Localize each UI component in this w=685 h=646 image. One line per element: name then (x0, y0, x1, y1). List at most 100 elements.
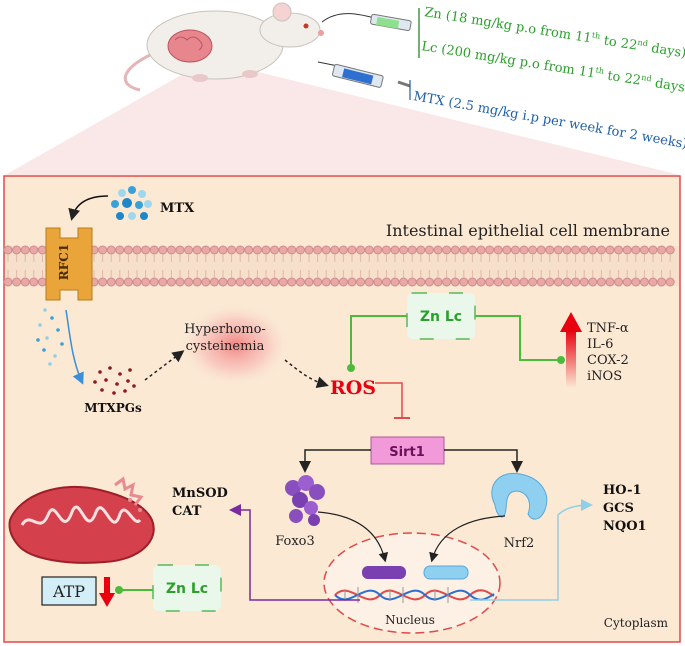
lipid-head (201, 277, 211, 287)
cell-membrane (3, 245, 679, 287)
lipid-head (407, 277, 417, 287)
ros-inhibits-sirt1 (375, 382, 403, 418)
lipid-head (235, 245, 245, 255)
nucleus-to-antioxidants-arrow (470, 499, 593, 601)
atp-box (41, 576, 97, 606)
lipid-head (270, 277, 280, 287)
mtx-label: MTX (160, 201, 195, 216)
lipid-head (115, 277, 125, 287)
lipid-head (648, 245, 658, 255)
lipid-head (235, 277, 245, 287)
lipid-head (459, 277, 469, 287)
lipid-head (502, 245, 512, 255)
lipid-head (175, 277, 185, 287)
lipid-head (381, 245, 391, 255)
lipid-head (270, 245, 280, 255)
nrf2-nuclear-bar (423, 565, 469, 580)
magnification-wedge (5, 70, 680, 175)
lipid-head (485, 277, 495, 287)
mnsod-label: MnSOD (172, 486, 228, 501)
lipid-head (485, 245, 495, 255)
rfc1-label: RFC1 (57, 244, 71, 280)
foxo3-label: Foxo3 (275, 534, 315, 549)
lipid-head (313, 277, 323, 287)
nucleus (323, 532, 501, 634)
lipid-head (657, 277, 667, 287)
lipid-head (149, 277, 159, 287)
lipid-head (631, 245, 641, 255)
lipid-head (536, 277, 546, 287)
lipid-head (304, 277, 314, 287)
syringe-icon (321, 13, 412, 31)
lipid-head (321, 277, 331, 287)
lipid-head (37, 245, 47, 255)
lipid-head (399, 277, 409, 287)
increase-arrow-icon (560, 312, 582, 388)
lipid-head (588, 277, 598, 287)
lipid-head (571, 277, 581, 287)
lipid-head (364, 277, 374, 287)
internalization-arrow (65, 309, 84, 385)
lipid-head (149, 245, 159, 255)
lipid-head (390, 245, 400, 255)
lipid-head (252, 277, 262, 287)
lipid-head (459, 245, 469, 255)
lipid-head (3, 245, 13, 255)
nucleus-to-mnsod-arrow (229, 504, 360, 601)
foxo3-nuclear-bar (362, 566, 406, 579)
lipid-head (424, 245, 434, 255)
lipid-head (132, 277, 142, 287)
lipid-head (29, 245, 39, 255)
rat-icon (123, 2, 324, 92)
antioxidant-label: GCS (603, 501, 634, 516)
zn-lc-inhibits-ros (350, 315, 407, 366)
lipid-head (450, 245, 460, 255)
lipid-head (605, 277, 615, 287)
lipid-head (106, 277, 116, 287)
lipid-head (588, 245, 598, 255)
ros-label: ROS (330, 377, 376, 399)
lipid-head (528, 277, 538, 287)
lipid-head (209, 277, 219, 287)
cytokine-label: COX-2 (587, 353, 629, 368)
nucleus-label: Nucleus (385, 613, 435, 627)
hyperhomocysteinemia-glow (180, 303, 290, 387)
lipid-head (338, 277, 348, 287)
lipid-head (467, 245, 477, 255)
lipid-head (12, 277, 22, 287)
lipid-head (287, 245, 297, 255)
lipid-head (450, 277, 460, 287)
lipid-head (184, 245, 194, 255)
lipid-head (115, 245, 125, 255)
sirt1-to-nrf2-arrow (444, 449, 523, 473)
lipid-head (227, 277, 237, 287)
lipid-head (175, 245, 185, 255)
lipid-head (596, 277, 606, 287)
lipid-head (227, 245, 237, 255)
lipid-head (209, 245, 219, 255)
lipid-head (476, 245, 486, 255)
dna-strand-icon (334, 587, 495, 603)
zn-lc-inhibits-cytokines (475, 315, 560, 361)
lipid-head (295, 245, 305, 255)
lipid-head (433, 277, 443, 287)
lipid-head (416, 277, 426, 287)
lipid-head (493, 245, 503, 255)
antioxidant-label: HO-1 (603, 483, 642, 498)
lipid-head (665, 277, 675, 287)
lipid-head (218, 245, 228, 255)
lipid-head (166, 245, 176, 255)
hyper-to-ros-arrow (284, 359, 329, 389)
lipid-head (648, 277, 658, 287)
mtxpgs-dots (93, 366, 136, 395)
foxo3-to-nucleus-arrow (317, 511, 389, 563)
lipid-head (639, 277, 649, 287)
lipid-head (605, 245, 615, 255)
lipid-head (553, 277, 563, 287)
cytokine-label: TNF-α (587, 321, 629, 336)
lipid-head (330, 277, 340, 287)
lipid-head (562, 245, 572, 255)
lipid-head (295, 277, 305, 287)
lipid-head (657, 245, 667, 255)
atp-label: ATP (52, 582, 85, 601)
